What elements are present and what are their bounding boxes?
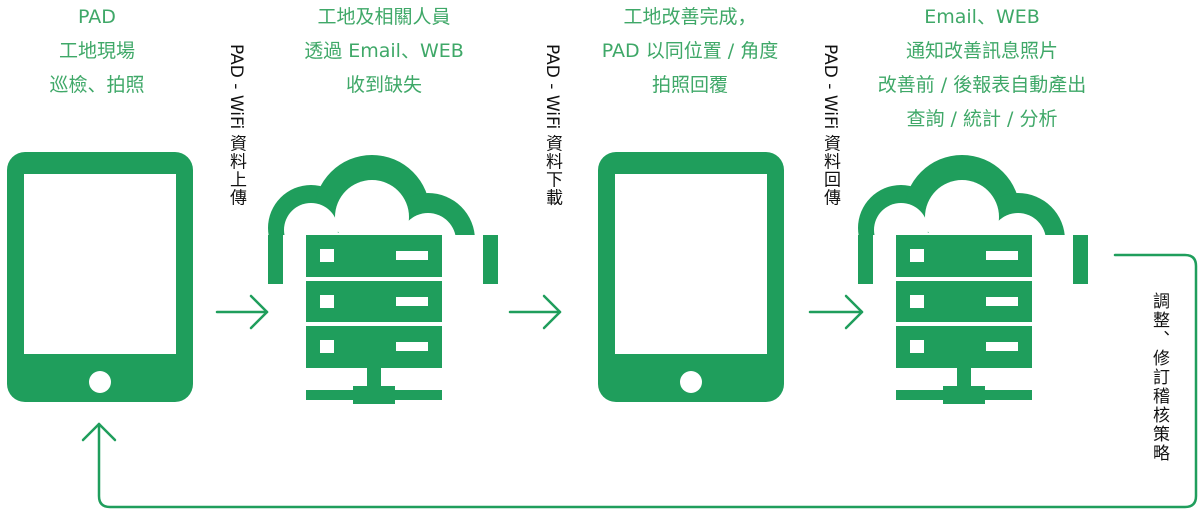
tablet-icon [598,152,784,402]
caption-line: 拍照回覆 [651,74,729,96]
upload-label: PAD - WiFi 資料上傳 [226,44,246,207]
feedback-loop-arrow [81,253,1198,509]
right-arrow-icon [508,294,562,330]
right-arrow-icon [215,294,269,330]
caption-line: 透過 Email、WEB [304,40,464,62]
step-1-caption: PAD 工地現場 巡檢、拍照 [49,0,144,102]
step-4-caption: Email、WEB 通知改善訊息照片 改善前 / 後報表自動產出 查詢 / 統計… [878,0,1086,136]
caption-line: 收到缺失 [345,74,422,96]
caption-line: 工地及相關人員 [317,6,451,28]
caption-line: 工地改善完成， [623,6,757,28]
tablet-icon [7,152,193,402]
caption-line: 巡檢、拍照 [49,74,145,96]
transfer-action: 資料上傳 [226,134,246,207]
return-label: PAD - WiFi 資料回傳 [820,44,840,207]
caption-line: PAD [78,6,116,28]
transfer-action: 資料下載 [542,134,562,207]
caption-line: 改善前 / 後報表自動產出 [877,74,1087,96]
transfer-prefix: PAD - WiFi [226,44,246,135]
caption-line: PAD 以同位置 / 角度 [601,40,779,62]
transfer-prefix: PAD - WiFi [542,44,562,135]
transfer-prefix: PAD - WiFi [820,44,840,135]
right-arrow-icon [808,294,864,330]
caption-line: Email、WEB [924,6,1040,28]
caption-line: 通知改善訊息照片 [905,40,1059,62]
caption-line: 工地現場 [58,40,136,62]
caption-line: 查詢 / 統計 / 分析 [906,108,1058,130]
step-2-caption: 工地及相關人員 透過 Email、WEB 收到缺失 [304,0,464,102]
cloud-server-icon [858,155,1088,404]
step-3-caption: 工地改善完成， PAD 以同位置 / 角度 拍照回覆 [602,0,778,102]
cloud-server-icon [268,155,498,404]
transfer-action: 資料回傳 [820,134,840,207]
download-label: PAD - WiFi 資料下載 [542,44,562,207]
feedback-label: 調整、修訂稽核策略 [1149,292,1169,463]
